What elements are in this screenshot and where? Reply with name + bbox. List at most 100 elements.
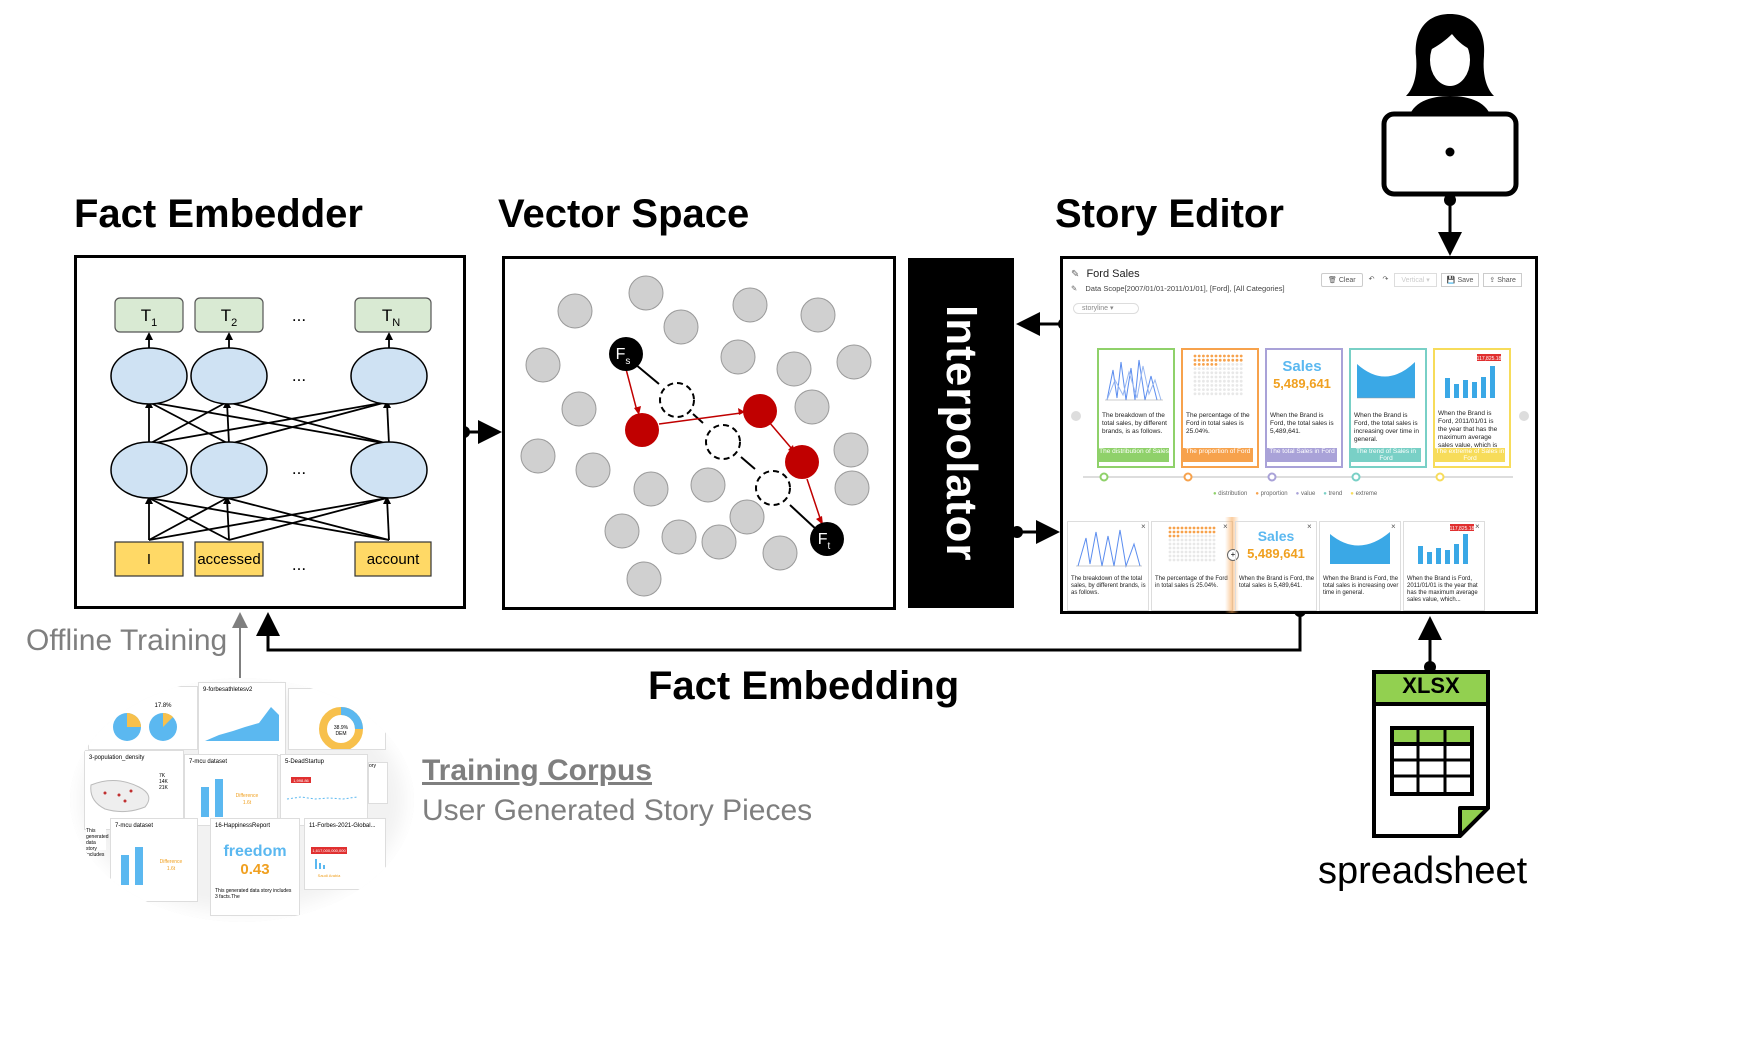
corpus-card: 9-forbesathletesv2 — [198, 682, 286, 756]
close-icon[interactable]: × — [1391, 522, 1396, 531]
mini-pie-chart: 17.8% — [113, 703, 177, 741]
svg-text:1.6t: 1.6t — [243, 800, 252, 806]
storyline-select[interactable]: storyline ▾ — [1073, 303, 1139, 314]
extreme-value: 117,825.18 — [1450, 526, 1475, 532]
candidate-card[interactable]: The percentage of the Ford in total sale… — [1151, 521, 1233, 611]
card-title: 16-HappinessReport — [215, 823, 271, 829]
data-scope[interactable]: Data Scope[2007/01/01-2011/01/01], [Ford… — [1085, 284, 1285, 293]
legend-proportion: ● proportion — [1255, 491, 1288, 497]
legend-distribution: ● distribution — [1213, 491, 1248, 497]
input-token-accessed: accessed — [197, 551, 260, 568]
vector-space-plot: Fs Ft — [520, 275, 872, 597]
doc-title-row: ✎ Ford Sales — [1071, 268, 1140, 280]
story-card-distribution[interactable]: The breakdown of the total sales, by dif… — [1097, 348, 1175, 468]
sales-word: Sales — [1257, 528, 1295, 544]
svg-text:1.6t: 1.6t — [167, 866, 176, 872]
candidate-card[interactable]: The breakdown of the total sales, by dif… — [1067, 521, 1149, 611]
svg-text:38.9%: 38.9% — [334, 725, 349, 731]
close-icon[interactable]: × — [1475, 522, 1480, 531]
card-caption: The total Sales in Ford — [1267, 448, 1337, 462]
sales-word: Sales — [1282, 358, 1322, 375]
input-token-i: I — [147, 551, 151, 568]
fact-embedder-panel: T1 T2 TN ... ... ... ... I accessed acco… — [74, 255, 466, 609]
freedom-word: freedom — [223, 843, 287, 860]
svg-text:14K: 14K — [159, 779, 169, 785]
card-caption: The proportion of Ford — [1183, 448, 1253, 462]
pencil-icon[interactable]: ✎ — [1071, 284, 1078, 293]
target-fact-label: Ft — [818, 531, 831, 552]
next-arrow-button[interactable] — [1519, 411, 1529, 421]
mini-dot-grid — [1168, 526, 1216, 562]
mini-bar-chart: 117,825.18 — [1418, 524, 1475, 564]
svg-text:Difference: Difference — [160, 859, 183, 865]
insert-plus-icon[interactable]: + — [1227, 549, 1239, 561]
offline-training-label: Offline Training — [26, 624, 228, 657]
story-card-trend[interactable]: When the Brand is Ford, the total sales … — [1349, 348, 1427, 468]
storyline-timeline — [1083, 472, 1513, 482]
user-to-editor-arrow — [1438, 194, 1462, 256]
card-caption: The extreme of Sales in Ford — [1435, 448, 1505, 462]
data-scope-row: ✎ Data Scope[2007/01/01-2011/01/01], [Fo… — [1071, 284, 1285, 293]
interpolator-block: Interpolator — [908, 258, 1014, 608]
close-icon[interactable]: × — [1141, 522, 1146, 531]
undo-button[interactable]: ↶ — [1368, 276, 1375, 283]
prev-arrow-button[interactable] — [1071, 411, 1081, 421]
save-button[interactable]: 💾 Save — [1440, 273, 1480, 287]
redo-button[interactable]: ↷ — [1382, 276, 1389, 283]
legend-value: ● value — [1295, 491, 1316, 497]
ellipsis: ... — [292, 306, 306, 325]
story-card-extreme[interactable]: 117,825.18 When the Brand is Ford, 2011/… — [1433, 348, 1511, 468]
freedom-value: 0.43 — [240, 861, 270, 878]
legend-extreme: ● extreme — [1350, 491, 1378, 497]
vector-space-title: Vector Space — [498, 192, 750, 236]
spreadsheet-label: spreadsheet — [1318, 850, 1528, 892]
mini-line-chart: 1,998.86 — [286, 777, 358, 800]
svg-text:21K: 21K — [159, 785, 169, 791]
output-tn: TN — [382, 306, 400, 329]
layout-select[interactable]: Vertical ▾ — [1394, 273, 1437, 287]
card-text: The percentage of the Ford in total sale… — [1155, 576, 1228, 589]
legend-trend: ● trend — [1323, 491, 1343, 497]
story-card-proportion[interactable]: The percentage of the Ford in total sale… — [1181, 348, 1259, 468]
candidate-card[interactable]: Sales 5,489,641 When the Brand is Ford, … — [1235, 521, 1317, 611]
user-laptop-icon — [1381, 14, 1519, 197]
close-icon[interactable]: × — [1307, 522, 1312, 531]
candidate-card[interactable]: When the Brand is Ford, the total sales … — [1319, 521, 1401, 611]
card-title: 3-population_density — [89, 755, 145, 761]
output-t2: T2 — [221, 306, 238, 329]
spreadsheet-to-editor-arrow — [1418, 616, 1442, 673]
card-caption: The distribution of Sales — [1099, 448, 1169, 462]
mini-area-chart — [205, 707, 279, 741]
card-caption: The trend of Sales in Ford — [1351, 448, 1421, 462]
candidate-card[interactable]: 117,825.18 When the Brand is Ford, 2011/… — [1403, 521, 1485, 611]
svg-text:1,998.86: 1,998.86 — [293, 778, 309, 783]
doc-title[interactable]: Ford Sales — [1086, 268, 1140, 280]
mini-area-chart — [1357, 362, 1415, 399]
card-text: This generated data story includes 3 fac… — [215, 888, 292, 900]
mini-line-chart — [1076, 529, 1142, 568]
ellipsis: ... — [292, 459, 306, 478]
card-text: The breakdown of the total sales, by dif… — [1102, 412, 1167, 435]
card-text: The percentage of the Ford in total sale… — [1186, 412, 1250, 435]
ellipsis: ... — [292, 555, 306, 574]
mini-dot-grid — [1193, 354, 1243, 396]
card-text: When the Brand is Ford, 2011/01/01 is th… — [1407, 576, 1478, 603]
pencil-icon[interactable]: ✎ — [1071, 269, 1080, 280]
corpus-card: 16-HappinessReport freedom 0.43 This gen… — [210, 818, 300, 916]
fact-embedder-title: Fact Embedder — [74, 192, 363, 236]
story-card-value[interactable]: Sales 5,489,641 When the Brand is Ford, … — [1265, 348, 1343, 468]
mini-bar-chart: Difference 1.6t — [121, 847, 183, 885]
sales-value: 5,489,641 — [1247, 546, 1305, 561]
sales-value: 5,489,641 — [1273, 376, 1331, 391]
spreadsheet-icon — [1372, 670, 1490, 838]
close-icon[interactable]: × — [1223, 522, 1228, 531]
mini-bar-chart: 1,617,000,000,000 Saudi Arabia — [311, 847, 347, 878]
mini-area-chart — [1330, 532, 1390, 564]
card-text: When the Brand is Ford, the total sales … — [1323, 576, 1399, 596]
neural-network-diagram: T1 T2 TN ... ... ... ... I accessed acco… — [110, 297, 432, 577]
share-button[interactable]: ⇪ Share — [1483, 273, 1522, 287]
mini-line-chart — [1105, 359, 1163, 401]
svg-text:1,617,000,000,000: 1,617,000,000,000 — [312, 848, 346, 853]
clear-button[interactable]: 🗑 Clear — [1321, 273, 1363, 287]
card-text: The breakdown of the total sales, by dif… — [1071, 576, 1146, 596]
